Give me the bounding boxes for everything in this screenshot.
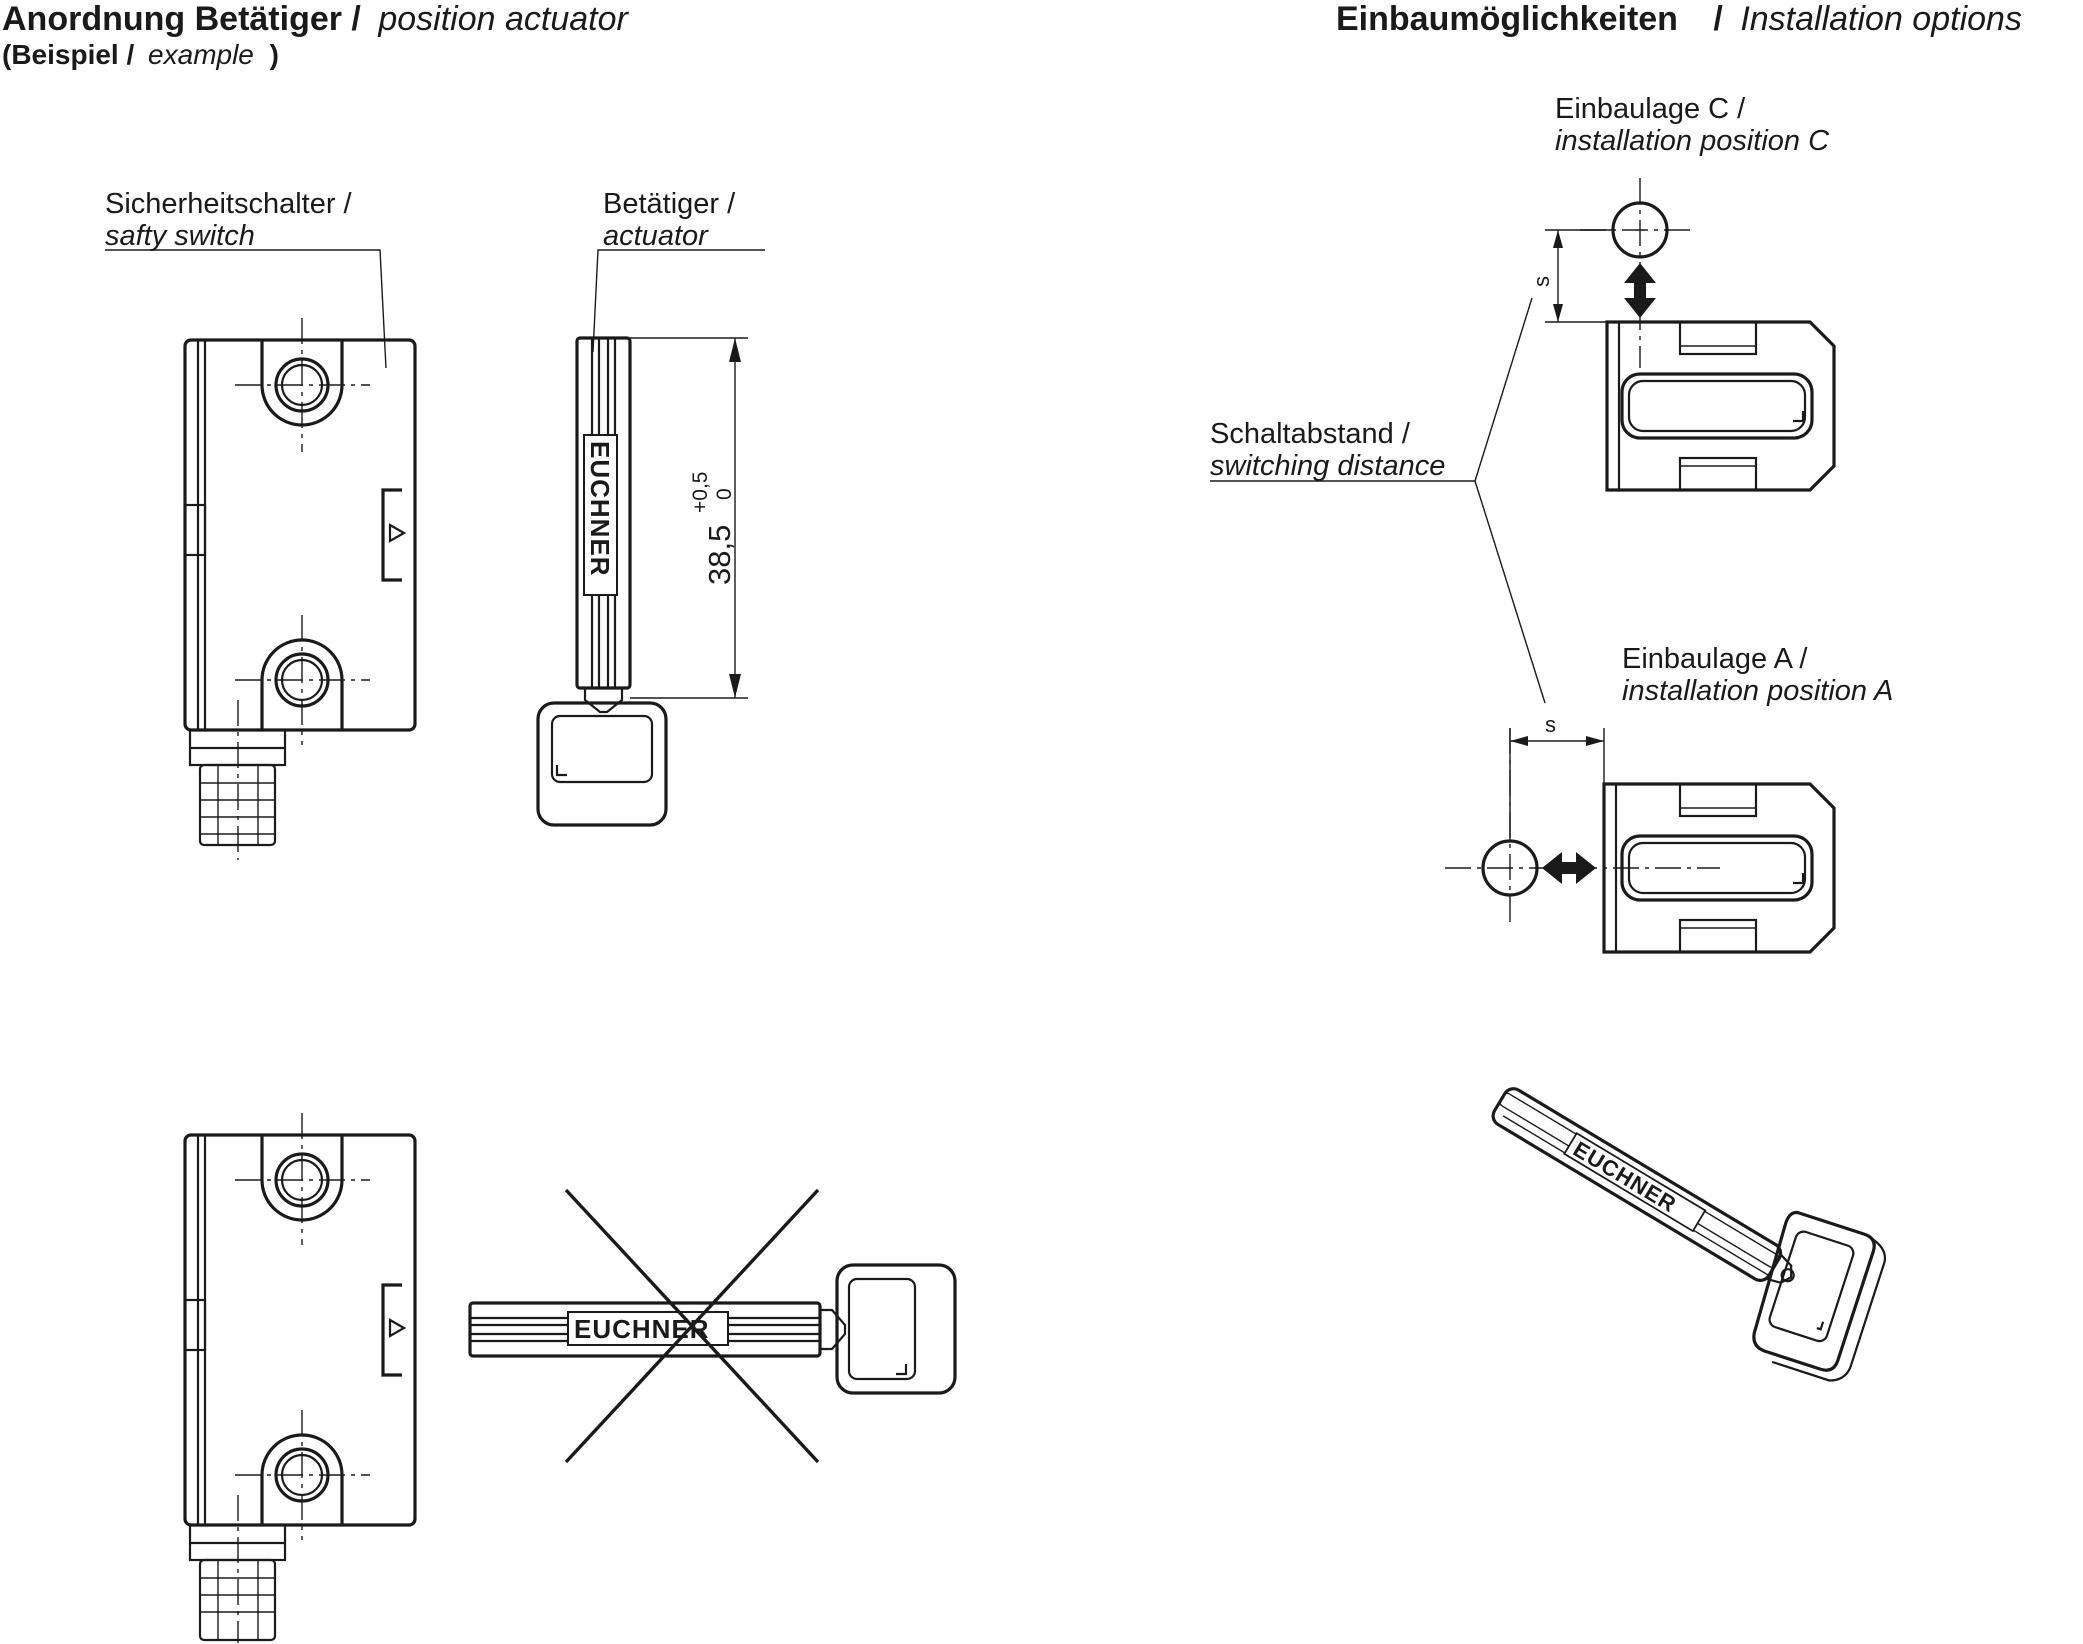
left-subtitle-en: example <box>148 39 254 70</box>
svg-text:Anordnung Betätiger / po: Anordnung Betätiger / position actuator <box>2 0 630 38</box>
actuator-key-2 <box>835 1263 957 1395</box>
svg-text:Einbaumöglichkeiten /: Einbaumöglichkeiten / Installation optio… <box>1336 0 2022 38</box>
upper-tab-a <box>1678 782 1758 818</box>
actuator-isometric: EUCHNER <box>1491 1087 1887 1382</box>
motion-arrow-horizontal <box>1542 852 1596 884</box>
dimension-38-5: 38,5 +0,5 0 <box>630 337 748 699</box>
switching-distance-label: Schaltabstand / switching distance <box>1210 297 1546 704</box>
actuator-label-de: Betätiger / <box>603 188 736 220</box>
actuator-body <box>575 336 632 690</box>
dimension-value: 38,5 <box>702 525 737 585</box>
position-a-label: Einbaulage A / installation position A <box>1622 643 1893 707</box>
sensing-face-marker <box>381 488 402 582</box>
position-c-label: Einbaulage C / installation position C <box>1555 93 1830 157</box>
left-subtitle-close: ) <box>270 39 279 70</box>
lower-tab-a <box>1678 918 1758 954</box>
installation-position-c: s <box>1529 178 1836 492</box>
actuator-circle-c <box>1611 201 1669 259</box>
iso-actuator-key <box>1752 1210 1876 1372</box>
lower-tab-c <box>1678 456 1758 492</box>
left-title-en: position actuator <box>377 0 629 38</box>
upper-tab-c <box>1678 320 1758 356</box>
safety-switch-leader <box>105 249 387 369</box>
pos-a-label-de: Einbaulage A / <box>1622 643 1808 675</box>
safety-switch-label: Sicherheitschalter / safty switch <box>105 188 387 369</box>
leader-to-a <box>1474 480 1546 704</box>
switching-label-en: switching distance <box>1210 450 1445 482</box>
switch-front-c <box>1605 320 1836 492</box>
actuator-label: Betätiger / actuator <box>592 188 765 353</box>
installation-position-a: s <box>1445 712 1836 954</box>
safety-switch-top <box>183 318 417 860</box>
actuator-horizontal-wrong: EUCHNER <box>468 1188 957 1464</box>
left-title-de: Anordnung Betätiger / <box>2 0 361 38</box>
motion-arrow-vertical <box>1624 263 1656 318</box>
right-header: Einbaumöglichkeiten / Installation optio… <box>1336 0 2022 38</box>
s-symbol-a: s <box>1545 712 1556 737</box>
safety-switch-bottom <box>183 1113 417 1643</box>
left-header: Anordnung Betätiger / position actuator … <box>2 0 630 70</box>
s-symbol-c: s <box>1529 276 1554 287</box>
right-title-sep: / <box>1713 0 1723 38</box>
svg-text:(Beispiel / example: (Beispiel / example ) <box>2 39 279 70</box>
sensing-face-marker-2 <box>381 1283 402 1377</box>
sensing-window-a <box>1620 834 1814 902</box>
safety-switch-label-en: safty switch <box>105 220 255 252</box>
switch-front-a <box>1602 782 1836 954</box>
switch-housing-2 <box>183 1133 417 1527</box>
left-subtitle-open: (Beispiel / <box>2 39 134 70</box>
actuator-leader <box>592 249 765 353</box>
right-title-en: Installation options <box>1740 0 2022 38</box>
pos-a-label-en: installation position A <box>1622 675 1893 707</box>
actuator-vertical: EUCHNER <box>536 336 668 827</box>
leader-to-c <box>1474 297 1533 482</box>
sensing-window-c <box>1620 372 1814 440</box>
pos-c-label-en: installation position C <box>1555 125 1830 157</box>
prohibited-cross-b <box>564 1188 820 1464</box>
pos-c-label-de: Einbaulage C / <box>1555 93 1746 125</box>
switching-label-de: Schaltabstand / <box>1210 418 1411 450</box>
actuator-label-en: actuator <box>603 220 709 252</box>
right-title-de: Einbaumöglichkeiten <box>1336 0 1678 38</box>
safety-switch-label-de: Sicherheitschalter / <box>105 188 353 220</box>
actuator-key <box>536 701 668 827</box>
dimension-tol-upper: +0,5 <box>689 472 712 513</box>
dimension-tol-lower: 0 <box>713 488 736 500</box>
actuator-body-2 <box>468 1301 822 1358</box>
brand-mark-vertical: EUCHNER <box>585 441 615 577</box>
switch-housing <box>183 338 417 732</box>
